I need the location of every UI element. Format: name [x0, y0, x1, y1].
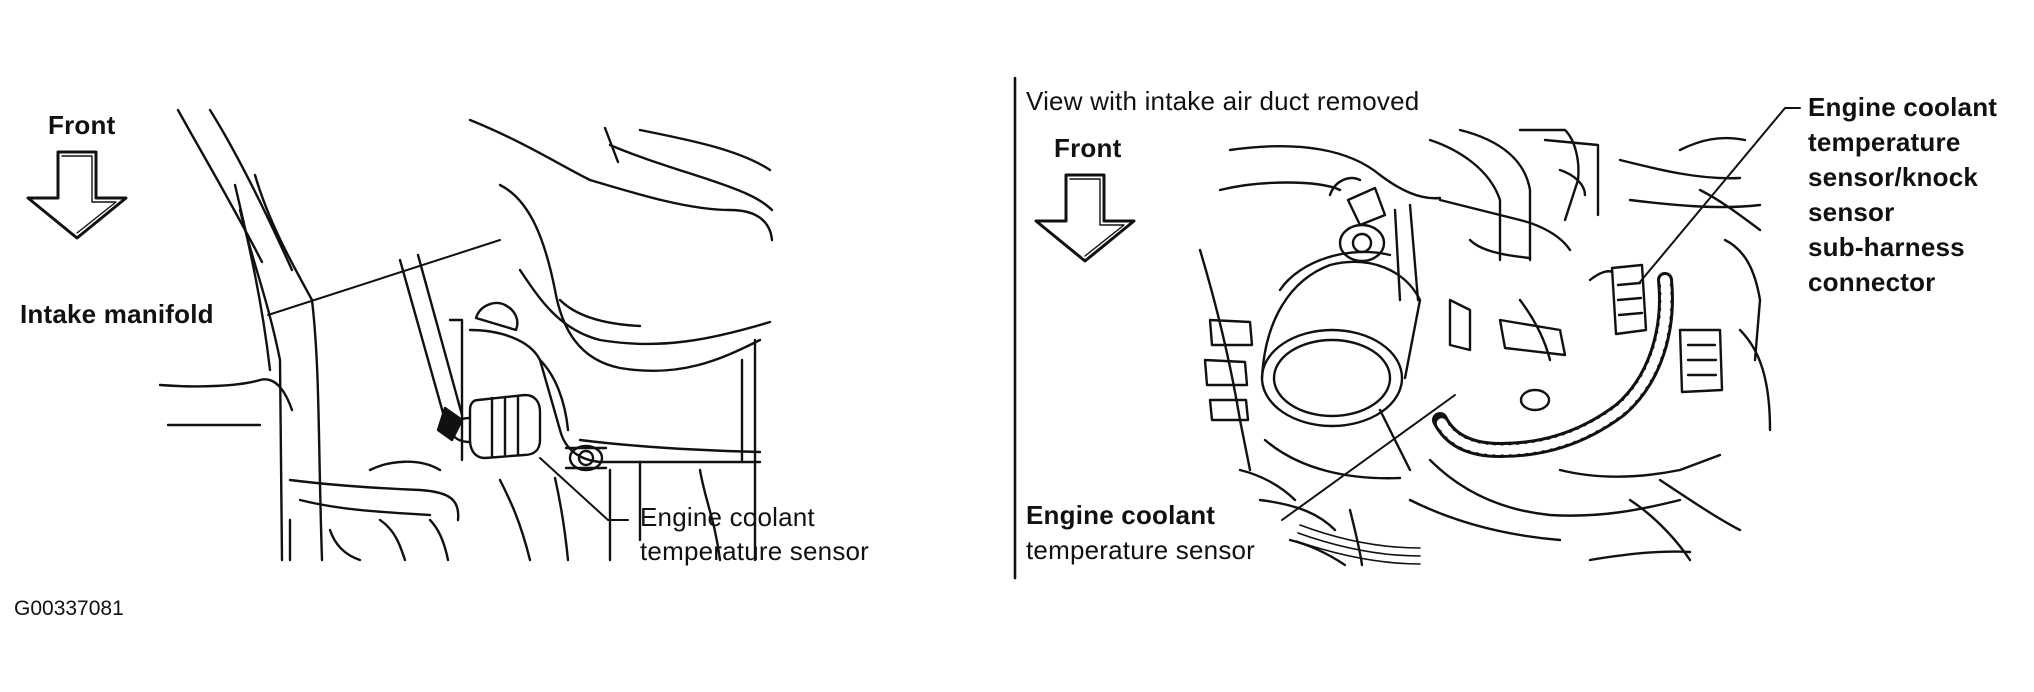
front-label-left: Front	[48, 110, 116, 140]
coolant-sensor-right-label-line1: Engine coolant	[1026, 500, 1216, 530]
connector-label-line2: temperature	[1808, 127, 1961, 157]
connector-label-line6: connector	[1808, 267, 1936, 297]
connector-label-line3: sensor/knock	[1808, 162, 1979, 192]
connector-leader	[1639, 107, 1801, 283]
sub-harness-connector	[1610, 263, 1648, 336]
coolant-sensor-right-label-line2: temperature sensor	[1026, 535, 1256, 565]
intake-manifold-leader	[267, 239, 501, 316]
front-label-right: Front	[1054, 133, 1122, 163]
figure-id: G00337081	[14, 597, 124, 620]
coolant-sensor-right-leader	[1281, 394, 1456, 521]
connector-label-line5: sub-harness	[1808, 232, 1965, 262]
coolant-sensor-left-leader	[539, 457, 629, 521]
coolant-sensor-left-label-line2: temperature sensor	[640, 536, 870, 566]
view-caption: View with intake air duct removed	[1026, 86, 1420, 116]
front-arrow-right	[1034, 173, 1136, 263]
coolant-sensor-left	[468, 393, 542, 460]
front-arrow-left	[26, 150, 128, 240]
connector-label-line4: sensor	[1808, 197, 1895, 227]
connector-label-line1: Engine coolant	[1808, 92, 1998, 122]
coolant-sensor-left-label-line1: Engine coolant	[640, 502, 815, 532]
intake-manifold-label: Intake manifold	[20, 299, 214, 329]
